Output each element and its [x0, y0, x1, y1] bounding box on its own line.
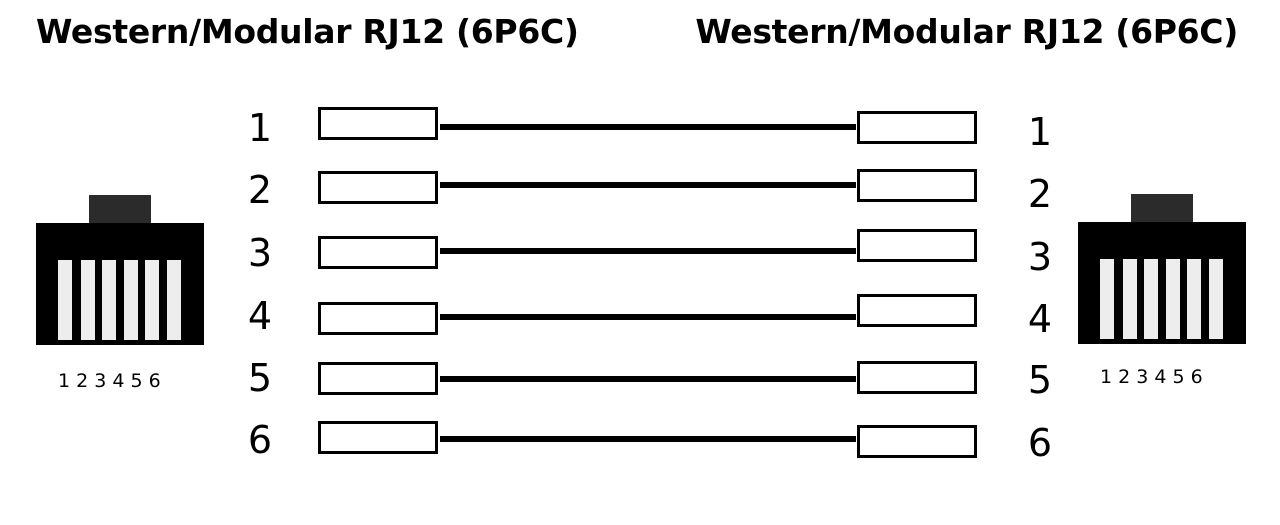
wire [440, 436, 856, 442]
left-pin-number: 1 [247, 106, 273, 150]
left-pin-number: 3 [247, 231, 273, 275]
left-pin-box [318, 421, 438, 454]
right-pin-number: 6 [1027, 421, 1053, 465]
left-pin-number: 5 [247, 356, 273, 400]
left-connector-pin-labels: 1 2 3 4 5 6 [58, 370, 161, 392]
wire [440, 376, 856, 382]
left-pin-box [318, 302, 438, 335]
right-pin-number: 2 [1027, 172, 1053, 216]
right-pin-box [857, 361, 977, 394]
right-pin-box [857, 294, 977, 327]
left-title: Western/Modular RJ12 (6P6C) [36, 12, 579, 51]
left-rj12-connector-icon [36, 195, 204, 345]
right-rj12-connector-icon [1078, 194, 1246, 344]
right-pin-number: 3 [1027, 235, 1053, 279]
left-pin-number: 2 [247, 168, 273, 212]
wire [440, 124, 856, 130]
right-pin-box [857, 229, 977, 262]
right-pin-number: 1 [1027, 110, 1053, 154]
wire [440, 182, 856, 188]
right-pin-number: 5 [1027, 358, 1053, 402]
left-pin-box [318, 236, 438, 269]
right-title: Western/Modular RJ12 (6P6C) [695, 12, 1238, 51]
wire [440, 314, 856, 320]
left-pin-box [318, 107, 438, 140]
left-pin-box [318, 362, 438, 395]
right-pin-number: 4 [1027, 297, 1053, 341]
left-pin-box [318, 171, 438, 204]
left-pin-number: 6 [247, 418, 273, 462]
right-pin-box [857, 111, 977, 144]
right-pin-box [857, 169, 977, 202]
left-pin-number: 4 [247, 294, 273, 338]
wire [440, 248, 856, 254]
right-pin-box [857, 425, 977, 458]
right-connector-pin-labels: 1 2 3 4 5 6 [1100, 366, 1203, 388]
